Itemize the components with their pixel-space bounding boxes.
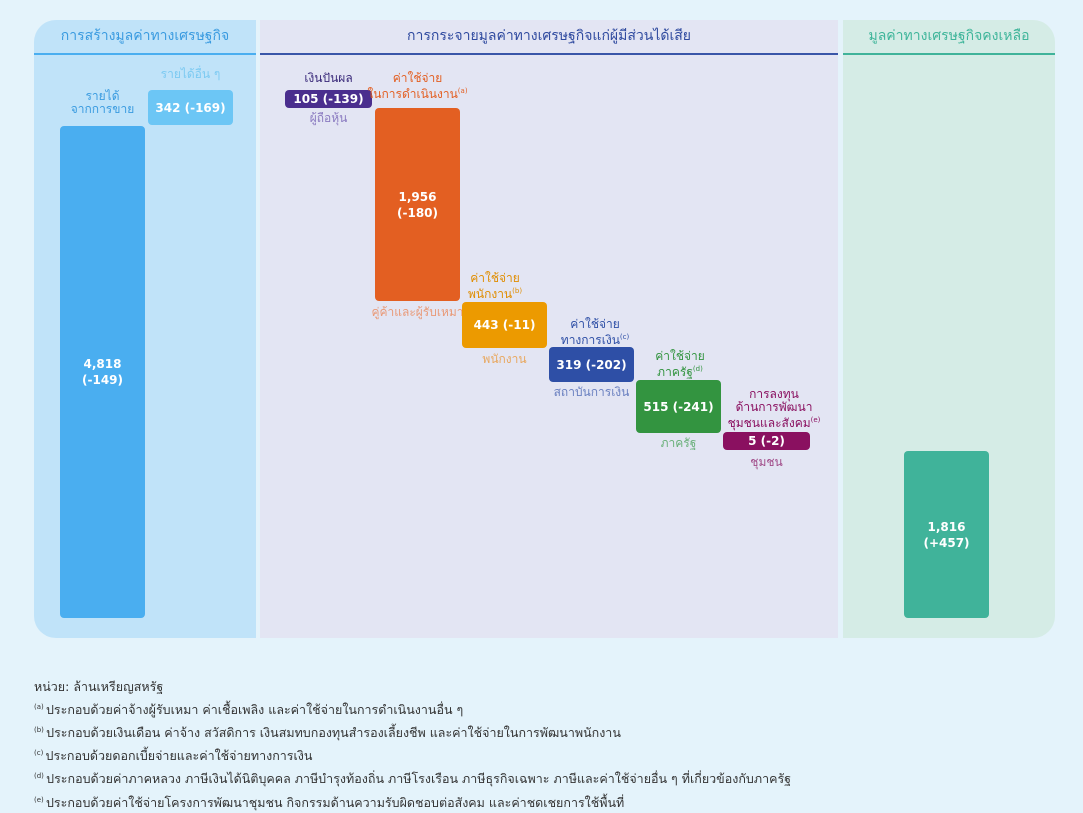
bar-1: 342 (-169) [148,90,233,125]
footnote: (c) ประกอบด้วยดอกเบี้ยจ่ายและค่าใช้จ่ายท… [34,748,313,764]
footnote: (d) ประกอบด้วยค่าภาคหลวง ภาษีเงินได้นิติ… [34,771,792,787]
footnote: (a) ประกอบด้วยค่าจ้างผู้รับเหมา ค่าเชื้อ… [34,702,464,718]
bar-title: รายได้อื่น ๆ [160,67,221,81]
bar-title: รายได้ จากการขาย [70,89,135,116]
bar-title: การลงทุน ด้านการพัฒนา ชุมชนและสังคม(e) [727,387,821,430]
stakeholder-label: พนักงาน [482,352,527,366]
bar-0: 4,818 (-149) [60,126,145,618]
bar-5: 319 (-202) [549,347,634,382]
bar-3: 1,956 (-180) [375,108,460,301]
bar-title: ค่าใช้จ่าย ในการดำเนินงาน(a) [367,71,468,101]
bar-6: 515 (-241) [636,380,721,433]
bar-8: 1,816 (+457) [904,451,989,618]
stakeholder-label: ผู้ถือหุ้น [309,111,348,125]
footnote-mark: (a) [457,87,468,95]
footnote-mark: (b) [512,287,523,295]
bar-2: 105 (-139) [285,90,372,108]
footnote: (b) ประกอบด้วยเงินเดือน ค่าจ้าง สวัสดิกา… [34,725,621,741]
footnote: (e) ประกอบด้วยค่าใช้จ่ายโครงการพัฒนาชุมช… [34,794,625,810]
bar-title: ค่าใช้จ่าย พนักงาน(b) [467,271,523,301]
panel-title: การกระจายมูลค่าทางเศรษฐกิจแก่ผู้มีส่วนได… [260,20,838,55]
bar-4: 443 (-11) [462,302,547,348]
panel-title: การสร้างมูลค่าทางเศรษฐกิจ [34,20,256,55]
bar-7: 5 (-2) [723,432,810,450]
stakeholder-label: คู่ค้าและผู้รับเหมา [371,305,464,319]
footnote-mark: (e) [810,416,821,424]
stakeholder-label: สถาบันการเงิน [553,385,630,399]
stakeholder-label: ชุมชน [750,455,783,469]
panel-title: มูลค่าทางเศรษฐกิจคงเหลือ [843,20,1055,55]
bar-title: ค่าใช้จ่าย ทางการเงิน(c) [560,317,630,347]
value-distribution-panel: การกระจายมูลค่าทางเศรษฐกิจแก่ผู้มีส่วนได… [260,20,838,638]
stakeholder-label: ภาครัฐ [660,436,697,450]
unit-note: หน่วย: ล้านเหรียญสหรัฐ [34,679,164,694]
footnote-mark: (c) [619,333,630,341]
bar-title: ค่าใช้จ่าย ภาครัฐ(d) [655,349,705,379]
footnote-mark: (d) [692,365,703,373]
bar-title: เงินปันผล [304,71,353,85]
footnotes: หน่วย: ล้านเหรียญสหรัฐ (a) ประกอบด้วยค่า… [34,677,791,813]
